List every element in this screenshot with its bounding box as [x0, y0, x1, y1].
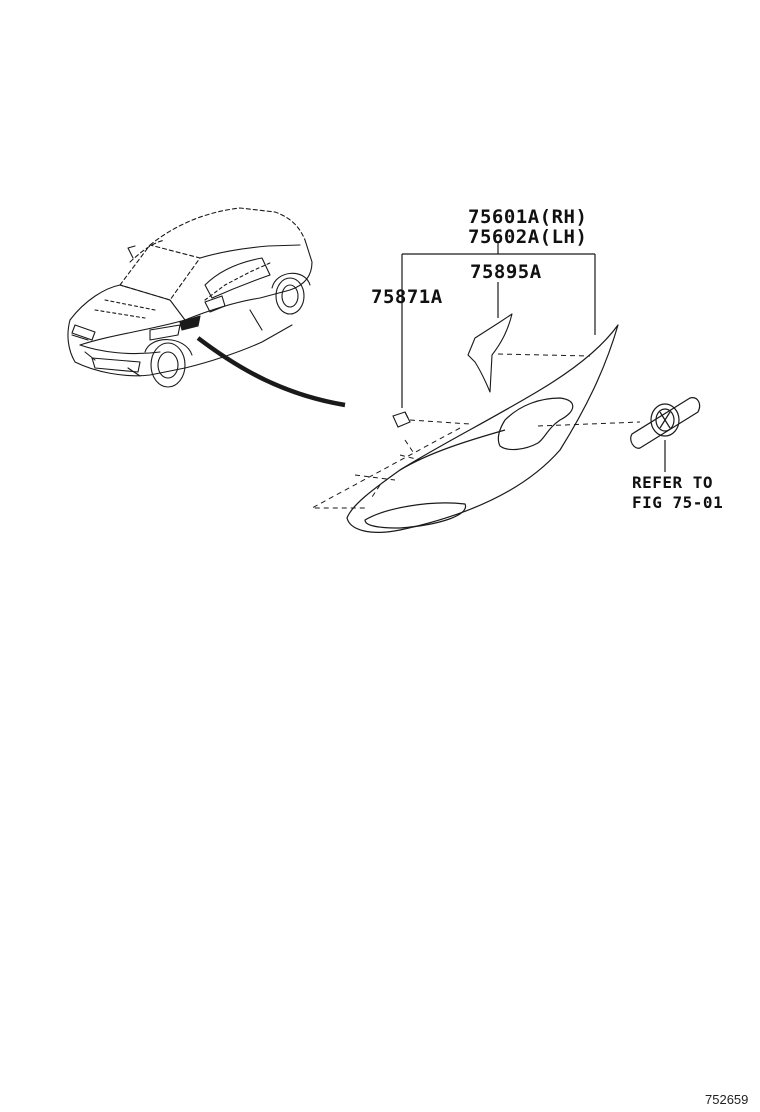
- part-number-75602a-lh: 75602A(LH): [468, 226, 588, 248]
- refer-to-note-line2: FIG 75-01: [632, 493, 724, 512]
- phantom-lines: [311, 353, 641, 509]
- clip-part: [392, 411, 411, 428]
- car-illustration: [67, 207, 313, 388]
- part-number-75895a: 75895A: [470, 261, 542, 283]
- figure-id: 752659: [705, 1092, 749, 1107]
- emblem-part: [630, 397, 701, 472]
- part-number-75871a: 75871A: [371, 286, 443, 308]
- refer-to-note-line1: REFER TO: [632, 473, 714, 492]
- garnish-callout-bracket: [401, 242, 596, 408]
- sub-emblem-part: [467, 313, 513, 393]
- fender-garnish-panel: [346, 324, 619, 533]
- location-pointer: [196, 336, 346, 408]
- part-number-75601a-rh: 75601A(RH): [468, 206, 588, 228]
